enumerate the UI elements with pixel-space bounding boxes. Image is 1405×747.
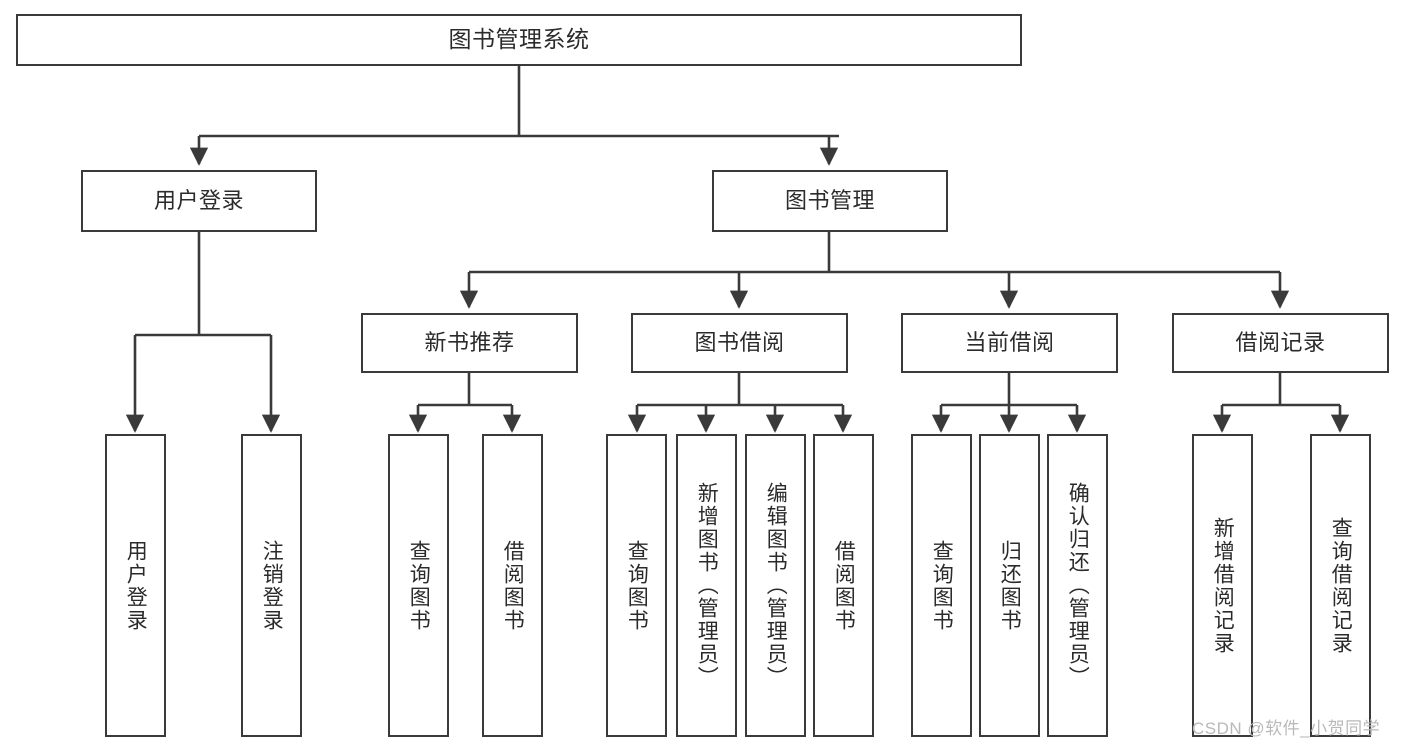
node-label: 新书推荐	[424, 330, 515, 356]
leaf-current-borrow-query-book[interactable]: 查询图书	[911, 434, 972, 737]
leaf-new-book-query-book[interactable]: 查询图书	[388, 434, 449, 737]
node-label: 图书管理系统	[448, 26, 590, 53]
node-book-borrow[interactable]: 图书借阅	[631, 313, 848, 373]
leaf-book-borrow-add-book-admin[interactable]: 新增图书（管理员）	[676, 434, 737, 737]
node-user-login[interactable]: 用户登录	[81, 170, 317, 232]
leaf-book-borrow-edit-book-admin[interactable]: 编辑图书（管理员）	[745, 434, 806, 737]
node-label: 注销登录	[260, 539, 284, 632]
node-label: 新增借阅记录	[1211, 516, 1235, 655]
node-current-borrow[interactable]: 当前借阅	[901, 313, 1118, 373]
leaf-borrow-record-query-record[interactable]: 查询借阅记录	[1310, 434, 1371, 737]
leaf-book-borrow-query-book[interactable]: 查询图书	[606, 434, 667, 737]
node-label: 当前借阅	[964, 330, 1055, 356]
node-label: 借阅图书	[832, 539, 856, 632]
node-label: 编辑图书（管理员）	[764, 482, 788, 689]
node-label: 查询图书	[625, 539, 649, 632]
node-label: 用户登录	[124, 539, 148, 632]
node-label: 图书借阅	[694, 330, 785, 356]
node-label: 归还图书	[998, 539, 1022, 632]
csdn-watermark: CSDN @软件_小贺同学	[1192, 719, 1381, 738]
node-new-book-recommend[interactable]: 新书推荐	[361, 313, 578, 373]
node-label: 查询图书	[930, 539, 954, 632]
leaf-user-login-logout[interactable]: 注销登录	[241, 434, 302, 737]
node-label: 图书管理	[784, 188, 875, 214]
leaf-user-login-login[interactable]: 用户登录	[105, 434, 166, 737]
node-label: 用户登录	[153, 188, 244, 214]
leaf-current-borrow-return-book[interactable]: 归还图书	[979, 434, 1040, 737]
leaf-book-borrow-borrow-book[interactable]: 借阅图书	[813, 434, 874, 737]
leaf-current-borrow-confirm-return-admin[interactable]: 确认归还（管理员）	[1047, 434, 1108, 737]
leaf-borrow-record-add-record[interactable]: 新增借阅记录	[1192, 434, 1253, 737]
node-book-management[interactable]: 图书管理	[712, 170, 948, 232]
node-label: 新增图书（管理员）	[695, 482, 719, 689]
node-label: 借阅记录	[1235, 330, 1326, 356]
node-label: 确认归还（管理员）	[1066, 482, 1090, 689]
node-borrow-record[interactable]: 借阅记录	[1172, 313, 1389, 373]
node-label: 借阅图书	[501, 539, 525, 632]
leaf-new-book-borrow-book[interactable]: 借阅图书	[482, 434, 543, 737]
node-root-book-management-system[interactable]: 图书管理系统	[16, 14, 1022, 66]
node-label: 查询图书	[407, 539, 431, 632]
node-label: 查询借阅记录	[1329, 516, 1353, 655]
